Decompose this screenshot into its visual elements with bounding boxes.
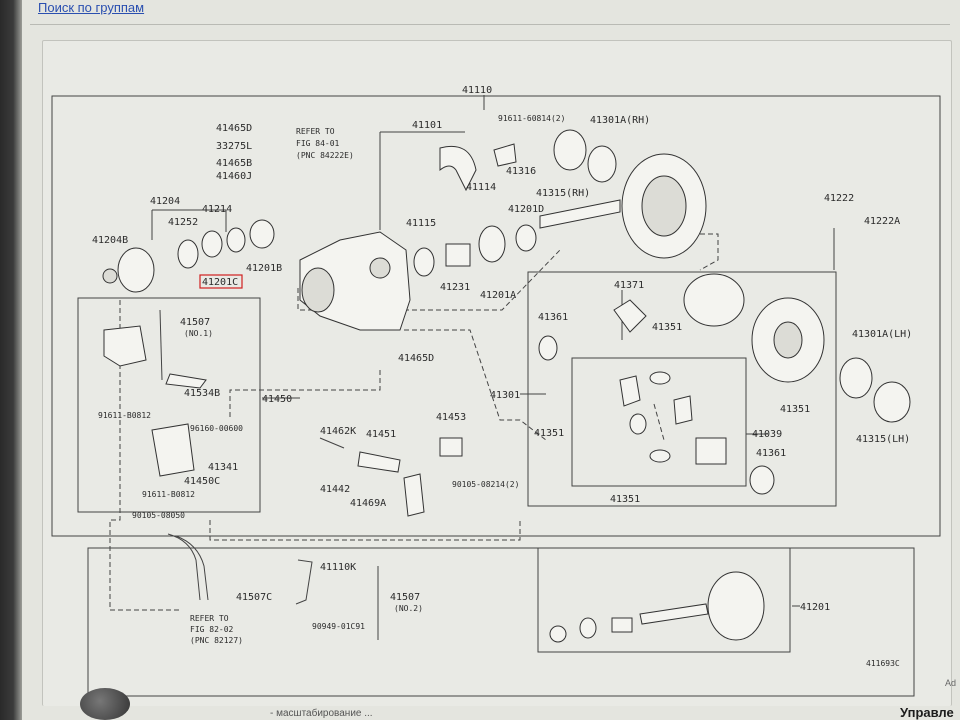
ring-gear — [539, 153, 707, 259]
label-41371[interactable]: 41371 — [614, 280, 644, 291]
refer-1-line-3: (PNC 84222E) — [296, 151, 354, 160]
label-no1: (NO.1) — [184, 329, 213, 338]
label-41460j[interactable]: 41460J — [216, 171, 252, 182]
label-91611-b0812-a[interactable]: 91611-B0812 — [98, 411, 151, 420]
refer-1-line-1: REFER TO — [296, 127, 335, 136]
bearings — [102, 129, 911, 495]
label-41341[interactable]: 41341 — [208, 462, 238, 473]
label-41201d[interactable]: 41201D — [508, 204, 544, 215]
refer-2-line-1: REFER TO — [190, 614, 229, 623]
label-91611-b0812-b[interactable]: 91611-B0812 — [142, 490, 195, 499]
label-41039[interactable]: 41039 — [752, 429, 782, 440]
divider — [30, 24, 950, 25]
label-90105-08050[interactable]: 90105-08050 — [132, 511, 185, 520]
figure-code: 411693C — [866, 659, 900, 668]
ad-marker: Ad — [945, 678, 957, 688]
pinion-gears — [613, 299, 727, 465]
shift-fork — [439, 143, 517, 192]
label-41101[interactable]: 41101 — [412, 120, 442, 131]
label-41201[interactable]: 41201 — [800, 602, 830, 613]
label-41110k[interactable]: 41110K — [320, 562, 356, 573]
zoom-hint: - масштабирование ... — [270, 708, 373, 719]
gear-set-box — [537, 547, 791, 653]
label-41451[interactable]: 41451 — [366, 429, 396, 440]
label-41442[interactable]: 41442 — [320, 484, 350, 495]
label-41315-rh[interactable]: 41315(RH) — [536, 188, 590, 199]
hoses — [167, 533, 313, 605]
label-no2: (NO.2) — [394, 604, 423, 613]
label-41507-no2[interactable]: 41507 — [390, 592, 420, 603]
label-41453[interactable]: 41453 — [436, 412, 466, 423]
shift-parts — [319, 437, 463, 517]
label-41201c[interactable]: 41201C — [202, 277, 238, 288]
label-90105-08214[interactable]: 90105-08214(2) — [452, 480, 519, 489]
label-41361-bottom[interactable]: 41361 — [756, 448, 786, 459]
label-41351-left[interactable]: 41351 — [534, 428, 564, 439]
label-41465d-top[interactable]: 41465D — [216, 123, 252, 134]
zoom-icon[interactable] — [80, 688, 130, 720]
label-41301[interactable]: 41301 — [490, 390, 520, 401]
label-41301a-rh[interactable]: 41301A(RH) — [590, 115, 650, 126]
ring-pinion-set — [549, 571, 765, 643]
refer-1-line-2: FIG 84-01 — [296, 139, 340, 148]
label-41114[interactable]: 41114 — [466, 182, 496, 193]
label-91611-60814[interactable]: 91611-60814(2) — [498, 114, 565, 123]
actuator-box — [77, 297, 261, 513]
label-41450c[interactable]: 41450C — [184, 476, 220, 487]
manage-label[interactable]: Управле — [900, 705, 954, 720]
label-41465b[interactable]: 41465B — [216, 158, 252, 169]
monitor-bezel — [0, 0, 22, 720]
label-41115[interactable]: 41115 — [406, 218, 436, 229]
differential-carrier — [299, 231, 411, 331]
label-41201a[interactable]: 41201A — [480, 290, 516, 301]
differential-case — [683, 273, 825, 383]
label-41252[interactable]: 41252 — [168, 217, 198, 228]
actuator-assembly — [103, 309, 207, 477]
differential-box — [527, 271, 837, 507]
label-41231[interactable]: 41231 — [440, 282, 470, 293]
assembly-frame — [51, 95, 941, 537]
label-41507c[interactable]: 41507C — [236, 592, 272, 603]
pinion-box — [571, 357, 747, 487]
label-41222a[interactable]: 41222A — [864, 216, 900, 227]
label-41351-right[interactable]: 41351 — [780, 404, 810, 415]
label-41110[interactable]: 41110 — [462, 85, 492, 96]
label-41361-top[interactable]: 41361 — [538, 312, 568, 323]
label-90949-01c91[interactable]: 90949-01C91 — [312, 622, 365, 631]
label-41204b[interactable]: 41204B — [92, 235, 128, 246]
label-41316[interactable]: 41316 — [506, 166, 536, 177]
refer-2-line-2: FIG 82-02 — [190, 625, 234, 634]
label-41351-bottom[interactable]: 41351 — [610, 494, 640, 505]
label-33275l[interactable]: 33275L — [216, 141, 252, 152]
group-search-link[interactable]: Поиск по группам — [38, 0, 145, 15]
label-41534b[interactable]: 41534B — [184, 388, 220, 399]
label-41301a-lh[interactable]: 41301A(LH) — [852, 329, 912, 340]
highlight-box — [199, 274, 243, 289]
lower-frame — [87, 547, 915, 697]
label-41450[interactable]: 41450 — [262, 394, 292, 405]
label-41469a[interactable]: 41469A — [350, 498, 386, 509]
label-41351-top[interactable]: 41351 — [652, 322, 682, 333]
label-41462k[interactable]: 41462K — [320, 426, 356, 437]
label-41204[interactable]: 41204 — [150, 196, 180, 207]
label-41507-no1[interactable]: 41507 — [180, 317, 210, 328]
label-41214[interactable]: 41214 — [202, 204, 232, 215]
label-96160-00600[interactable]: 96160-00600 — [190, 424, 243, 433]
label-41315-lh[interactable]: 41315(LH) — [856, 434, 910, 445]
refer-2-line-3: (PNC 82127) — [190, 636, 243, 645]
label-41201b[interactable]: 41201B — [246, 263, 282, 274]
label-41222[interactable]: 41222 — [824, 193, 854, 204]
label-41465d-mid[interactable]: 41465D — [398, 353, 434, 364]
